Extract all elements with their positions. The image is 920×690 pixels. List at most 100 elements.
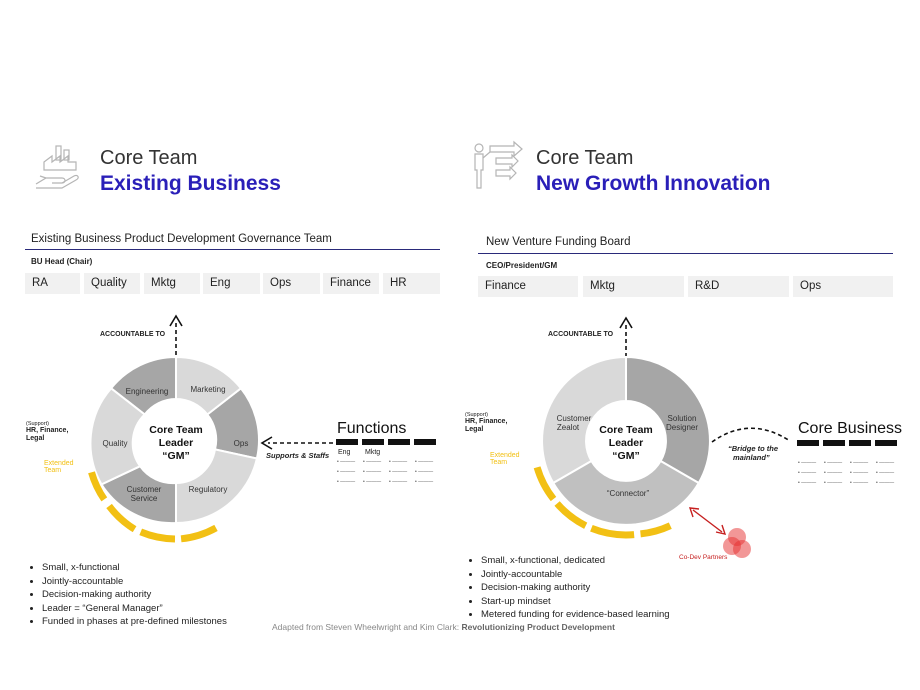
left-title-line2: Existing Business (100, 172, 281, 195)
right-center-line2: Leader (609, 437, 643, 449)
left-functions-title: Functions (337, 420, 407, 437)
svg-text:• ———: • ——— (876, 460, 894, 466)
left-segment-quality (89, 386, 147, 486)
left-extended-line1: Extended (44, 460, 74, 467)
right-bullet-item: Metered funding for evidence-based learn… (481, 608, 741, 622)
left-supports-label: Supports & Staffs (266, 451, 330, 460)
right-bullet-item: Small, x-functional, dedicated (481, 554, 741, 568)
right-bullet-list: Small, x-functional, dedicated Jointly-a… (466, 554, 741, 622)
svg-text:• ———: • ——— (363, 459, 381, 465)
right-core-dots: • ——— • ——— • ——— • ——— • ——— • ——— • ——— • ——… (798, 460, 894, 486)
svg-text:• ———: • ——— (824, 470, 842, 476)
right-member-mktg: Mktg (583, 276, 684, 297)
svg-text:• ———: • ——— (337, 479, 355, 485)
right-bullet-item: Jointly-accountable (481, 568, 741, 582)
right-governance-title: New Venture Funding Board (486, 236, 631, 248)
left-center-line3: “GM” (162, 450, 189, 462)
svg-text:• ———: • ——— (798, 460, 816, 466)
svg-text:• ———: • ——— (824, 460, 842, 466)
right-diagram: Customer Zealot Solution Designer “Conne… (533, 316, 897, 558)
left-center-line2: Leader (159, 437, 193, 449)
right-title-line1: Core Team (536, 147, 634, 169)
left-diagram: Marketing Ops Regulatory Customer Servic… (88, 314, 436, 543)
left-seg-label-marketing: Marketing (190, 385, 225, 394)
right-seg-label-zealot: Zealot (557, 423, 580, 432)
right-core-col-3 (849, 440, 871, 446)
left-member-eng: Eng (203, 273, 260, 294)
svg-text:• ———: • ——— (850, 460, 868, 466)
left-governance-title: Existing Business Product Development Go… (31, 233, 332, 245)
svg-text:• ———: • ——— (824, 480, 842, 486)
left-seg-label-engineering: Engineering (126, 387, 169, 396)
left-func-col-3 (388, 439, 410, 445)
left-bullet-list: Small, x-functional Jointly-accountable … (27, 561, 232, 629)
left-member-ra: RA (25, 273, 80, 294)
right-member-rd: R&D (688, 276, 789, 297)
right-core-col-1 (797, 440, 819, 446)
left-member-finance: Finance (323, 273, 379, 294)
right-seg-label-designer: Designer (666, 423, 698, 432)
svg-text:• ———: • ——— (876, 480, 894, 486)
right-member-ops: Ops (793, 276, 893, 297)
right-governance-rule (478, 253, 893, 254)
left-func-col-label-eng: Eng (338, 449, 351, 456)
right-chair-label: CEO/President/GM (486, 261, 558, 270)
right-segment-customer-zealot (541, 355, 627, 485)
right-title-line2: New Growth Innovation (536, 172, 771, 195)
right-accountable-label: ACCOUNTABLE TO (548, 331, 614, 338)
svg-text:• ———: • ——— (798, 480, 816, 486)
right-support-small: (Support) (465, 412, 488, 418)
left-seg-label-quality: Quality (103, 439, 128, 448)
left-seg-label-customer: Customer (127, 485, 162, 494)
right-seg-label-customer: Customer (557, 414, 592, 423)
right-bridge-line1: “Bridge to the (728, 444, 778, 453)
left-func-col-1 (336, 439, 358, 445)
left-func-col-label-mktg: Mktg (365, 449, 381, 456)
right-seg-label-connector: “Connector” (607, 489, 650, 498)
right-codev-arrow (692, 509, 723, 533)
left-member-hr: HR (383, 273, 440, 294)
right-bridge-line2: mainland” (733, 453, 770, 462)
right-extended-line1: Extended (490, 452, 520, 459)
right-core-business-title: Core Business (798, 420, 903, 437)
svg-text:• ———: • ——— (363, 479, 381, 485)
right-member-finance: Finance (478, 276, 578, 297)
left-member-ops: Ops (263, 273, 320, 294)
right-extended-arc-2 (554, 501, 588, 529)
left-extended-arc-4 (180, 524, 218, 543)
right-seg-label-solution: Solution (668, 414, 697, 423)
right-header-icon (470, 140, 526, 192)
left-header-icon (34, 140, 86, 192)
svg-text:• ———: • ——— (389, 479, 407, 485)
svg-text:• ———: • ——— (415, 459, 433, 465)
footer-book-title: Revolutionizing Product Development (461, 622, 615, 632)
left-extended-arc-2 (106, 503, 137, 533)
svg-text:• ———: • ——— (363, 469, 381, 475)
left-seg-label-service: Service (131, 494, 158, 503)
right-center-line3: “GM” (612, 450, 639, 462)
svg-text:• ———: • ——— (337, 459, 355, 465)
left-accountable-label: ACCOUNTABLE TO (100, 331, 166, 338)
right-support-line1: HR, Finance, (465, 418, 508, 425)
svg-text:• ———: • ——— (850, 480, 868, 486)
right-codev-circles (723, 528, 751, 558)
svg-text:• ———: • ——— (798, 470, 816, 476)
right-segment-solution-designer (625, 355, 711, 485)
left-title-line1: Core Team (100, 147, 198, 169)
left-extended-arc-1 (88, 471, 108, 502)
svg-text:• ———: • ——— (876, 470, 894, 476)
left-chair-label: BU Head (Chair) (31, 257, 93, 266)
left-func-col-4 (414, 439, 436, 445)
left-bullet-item: Small, x-functional (42, 561, 232, 575)
left-segment-marketing (175, 355, 243, 416)
left-center-line1: Core Team (149, 424, 203, 436)
right-support-line2: Legal (465, 426, 484, 433)
svg-text:• ———: • ——— (337, 469, 355, 475)
left-bullet-item: Funded in phases at pre-defined mileston… (42, 615, 232, 629)
right-extended-line2: Team (490, 459, 508, 466)
right-codev-label: Co-Dev Partners (679, 554, 728, 561)
right-extended-arc-1 (533, 466, 557, 502)
svg-text:• ———: • ——— (850, 470, 868, 476)
left-bullet-item: Decision-making authority (42, 588, 232, 602)
left-seg-label-ops: Ops (234, 439, 249, 448)
